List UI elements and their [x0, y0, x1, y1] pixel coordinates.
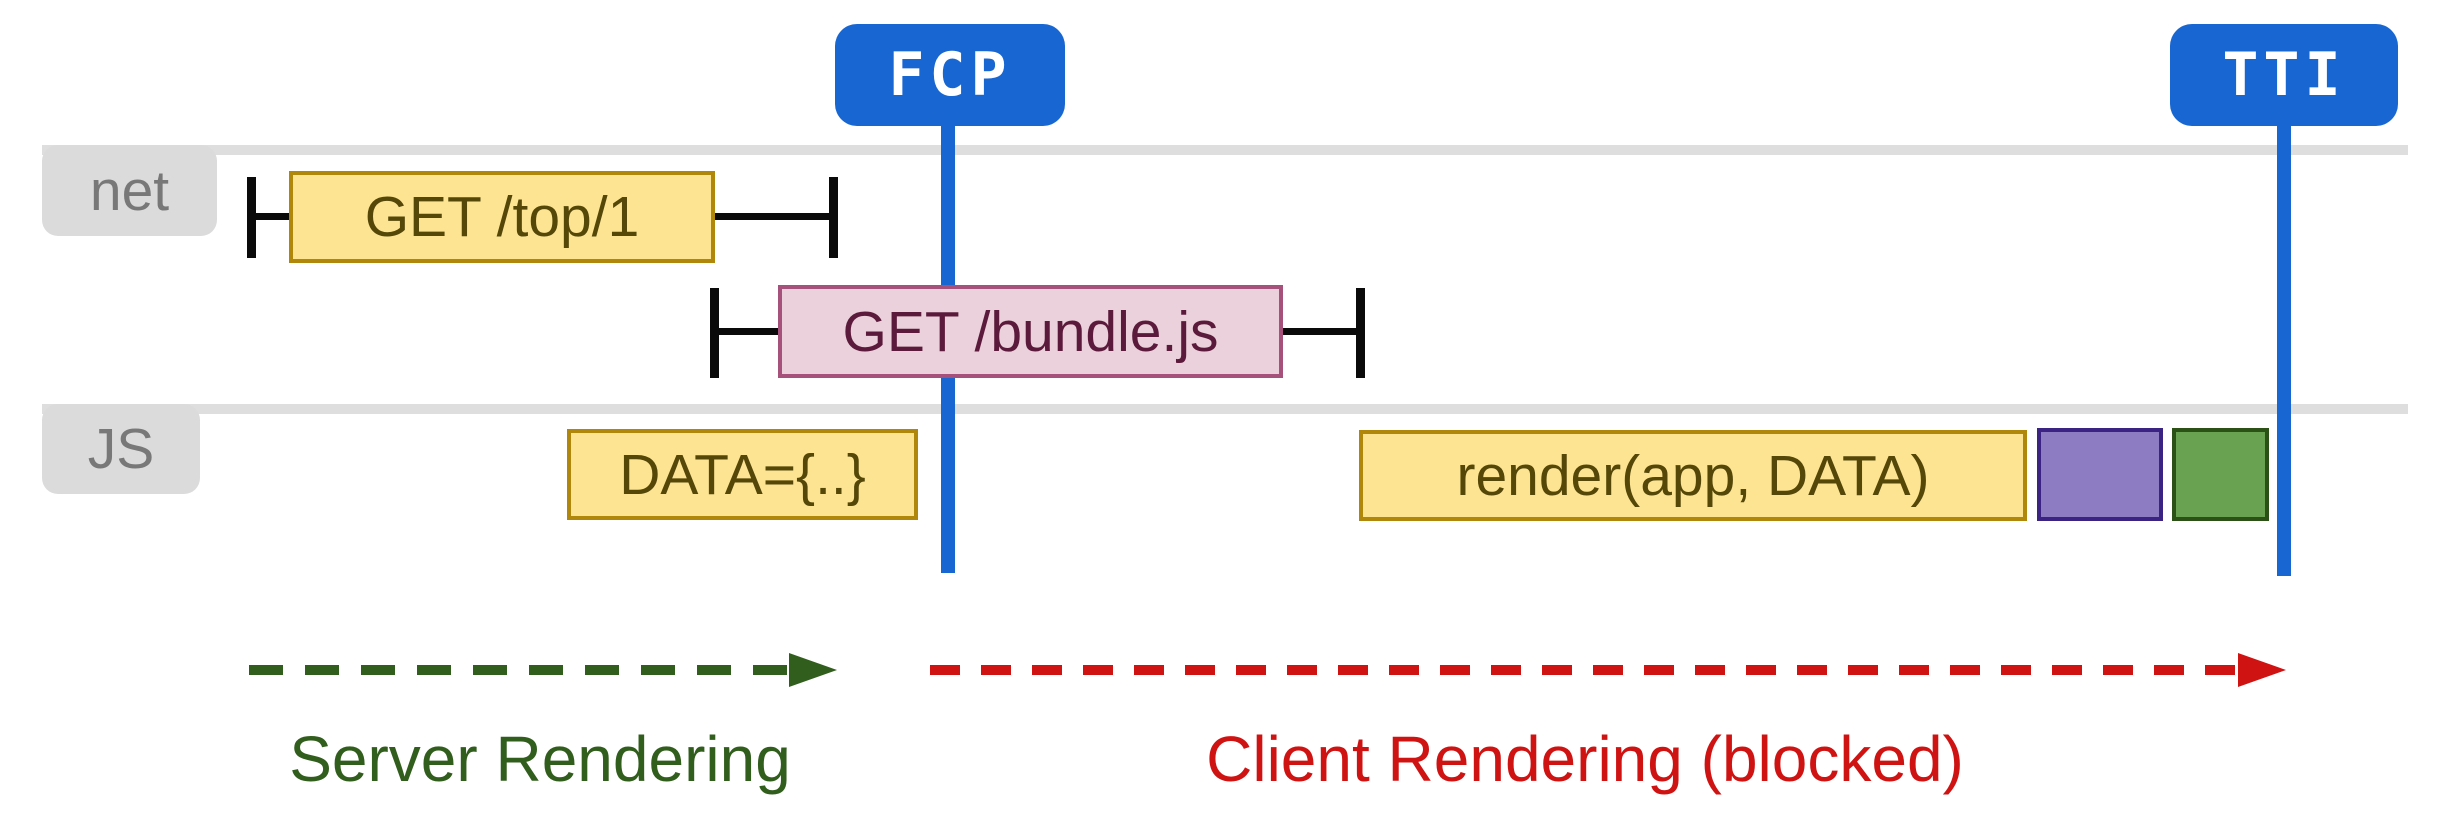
request2-end-tick [1356, 288, 1365, 378]
tti-badge: TTI [2170, 24, 2398, 126]
js-task-render: render(app, DATA) [1359, 430, 2027, 521]
js-lane-label: JS [42, 404, 200, 494]
js-task-green-block [2172, 428, 2269, 521]
client-rendering-label: Client Rendering (blocked) [1206, 723, 1964, 795]
server-rendering-arrow-line [249, 665, 789, 675]
js-lane-line [42, 404, 2408, 414]
request2-start-connector [714, 328, 778, 335]
client-rendering-arrow-line [930, 665, 2238, 675]
server-rendering-label: Server Rendering [289, 723, 791, 795]
js-task-purple-block [2037, 428, 2163, 521]
request-bar-get-top: GET /top/1 [289, 171, 715, 263]
request1-start-connector [251, 213, 291, 220]
server-rendering-arrowhead-icon [789, 653, 837, 687]
net-lane-label: net [42, 145, 217, 236]
tti-marker-line [2277, 120, 2291, 576]
net-lane-line [42, 145, 2408, 155]
request1-end-tick [829, 177, 838, 258]
request-bar-get-bundle: GET /bundle.js [778, 285, 1283, 378]
js-task-data: DATA={..} [567, 429, 918, 520]
request1-end-connector [715, 213, 833, 220]
request2-end-connector [1283, 328, 1358, 335]
client-rendering-arrowhead-icon [2238, 653, 2286, 687]
fcp-badge: FCP [835, 24, 1065, 126]
